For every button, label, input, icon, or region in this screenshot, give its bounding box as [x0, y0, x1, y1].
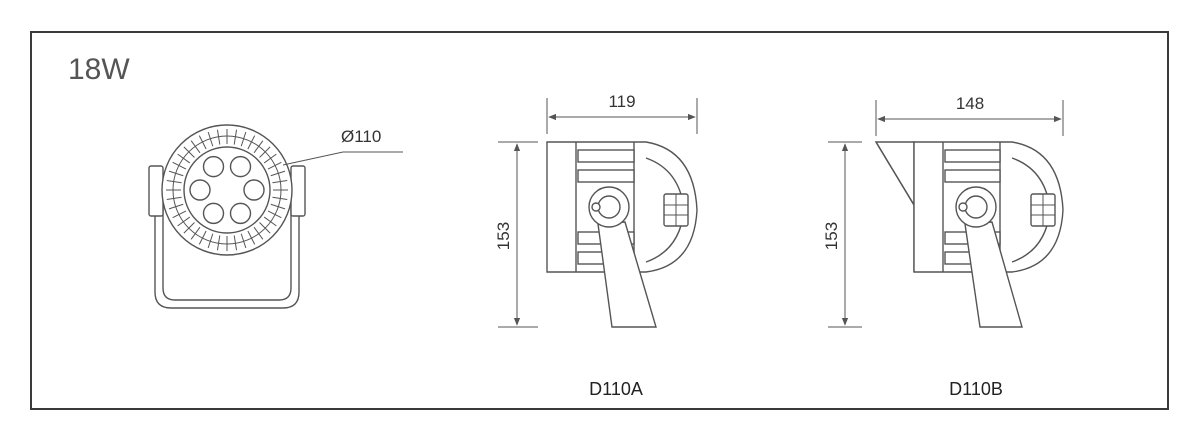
- heat-fin: [166, 179, 182, 184]
- a-pivot-bolt: [591, 202, 601, 212]
- a-fin-2: [577, 169, 635, 183]
- heat-fin: [190, 140, 201, 154]
- drawing-frame: [30, 31, 1169, 410]
- a-width-label: 119: [608, 92, 635, 111]
- b-width-label: 148: [956, 94, 984, 113]
- b-glare-shield-edge: [875, 141, 915, 206]
- heat-fin: [216, 235, 221, 251]
- diameter-leader-line: [282, 151, 344, 166]
- b-glare-shield: [874, 141, 915, 272]
- heat-fin: [216, 129, 221, 145]
- b-height-label: 153: [822, 222, 841, 250]
- heat-fin: [168, 170, 184, 177]
- side-view-b: 148 153 D110B: [822, 94, 1064, 399]
- fin-ring: [172, 135, 282, 245]
- wattage-title: 18W: [68, 53, 130, 86]
- heat-fin: [190, 226, 201, 240]
- b-fin-2: [944, 169, 1001, 183]
- front-view: Ø110: [148, 124, 403, 309]
- heat-fin: [166, 196, 182, 201]
- heat-fin: [172, 210, 187, 219]
- heat-fin: [267, 161, 282, 170]
- a-fin-1: [577, 149, 635, 163]
- heat-fin: [270, 203, 286, 210]
- b-pivot-bolt: [958, 202, 968, 212]
- a-pivot-inner: [597, 195, 621, 219]
- side-view-a: 119 153 D110A: [494, 92, 698, 399]
- heat-fin: [259, 146, 271, 158]
- heat-fin: [270, 170, 286, 177]
- heat-fin: [172, 161, 187, 170]
- heat-fin: [177, 153, 191, 164]
- b-fin-1: [944, 149, 1001, 163]
- heat-fin: [207, 233, 214, 249]
- heat-fin: [198, 135, 207, 150]
- front-side-plate-right: [290, 165, 306, 217]
- heat-fin: [198, 230, 207, 245]
- heat-fin: [240, 233, 247, 249]
- b-pivot-inner: [964, 195, 988, 219]
- heat-fin: [233, 129, 238, 145]
- heat-fin: [253, 226, 264, 240]
- heat-fin: [247, 230, 256, 245]
- front-bracket: [154, 170, 300, 309]
- led-lens: [229, 202, 252, 225]
- heat-fin: [207, 131, 214, 147]
- led-lens: [202, 155, 225, 178]
- led-lens: [229, 155, 252, 178]
- heat-fin: [168, 203, 184, 210]
- heat-fin: [272, 196, 288, 201]
- heat-fin: [263, 216, 277, 227]
- heat-fin: [177, 216, 191, 227]
- led-lens: [189, 179, 211, 201]
- model-b-label: D110B: [949, 379, 1003, 399]
- model-a-label: D110A: [589, 379, 643, 399]
- heat-fin: [259, 222, 271, 234]
- heat-fin: [267, 210, 282, 219]
- heat-fin: [233, 235, 238, 251]
- heat-fin: [253, 140, 264, 154]
- led-lens: [202, 202, 225, 225]
- front-bracket-inner: [162, 176, 292, 301]
- front-side-plate-left: [148, 165, 164, 217]
- heat-fin: [240, 131, 247, 147]
- heat-fin: [247, 135, 256, 150]
- heat-fin: [272, 179, 288, 184]
- front-heat-fins: [166, 129, 288, 251]
- diameter-label: Ø110: [341, 127, 381, 146]
- front-led-group: [189, 155, 265, 225]
- led-lens: [243, 179, 265, 201]
- a-height-label: 153: [494, 222, 513, 250]
- heat-fin: [263, 153, 277, 164]
